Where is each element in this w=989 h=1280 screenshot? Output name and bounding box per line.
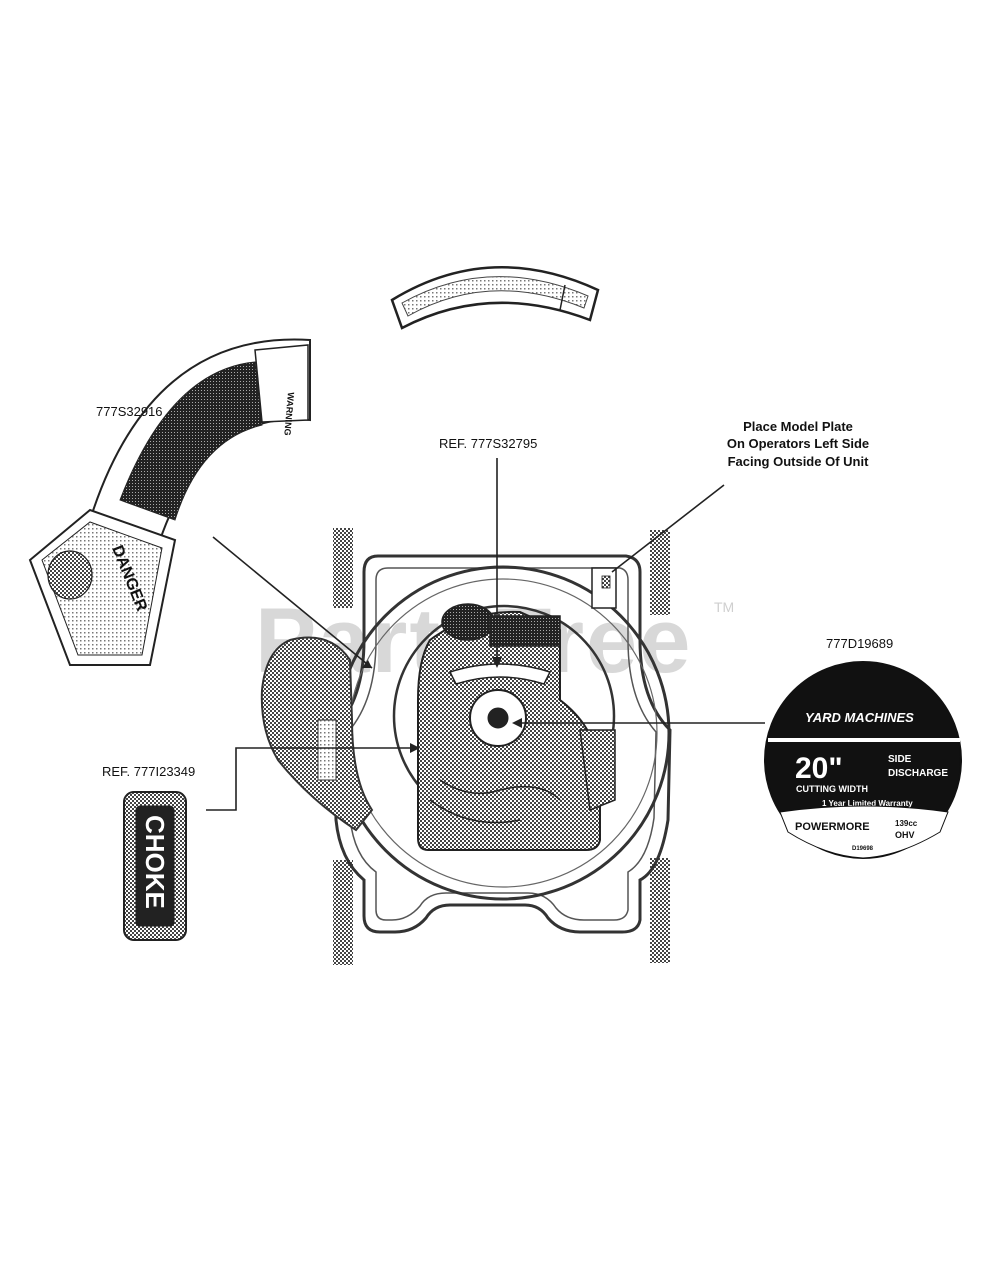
badge-size: 20" [795, 752, 843, 785]
warning-title: WARNING [282, 392, 296, 436]
badge-warranty: 1 Year Limited Warranty [822, 799, 913, 808]
discharge-chute [260, 636, 374, 832]
muffler [579, 729, 616, 812]
choke-text: CHOKE [140, 815, 170, 909]
watermark-tm: TM [714, 599, 734, 615]
badge-discharge: DISCHARGE [888, 768, 948, 779]
air-filter [489, 615, 561, 647]
badge-cutting-width: CUTTING WIDTH [796, 784, 868, 794]
leader-lines [206, 458, 765, 811]
badge-side: SIDE [888, 754, 912, 765]
label-777S32916: 777S32916 [96, 404, 163, 419]
wheel-front-right [650, 530, 670, 615]
label-777D19689: 777D19689 [826, 636, 893, 651]
decal-777S32795 [390, 266, 600, 330]
chute-bracket [317, 719, 337, 781]
wheel-front-left [333, 528, 353, 608]
part-labels: 777S32916 REF. 777S32795 777D19689 REF. … [96, 404, 893, 779]
engine [392, 603, 616, 851]
badge-engine-type: OHV [895, 830, 915, 840]
mower-wheels [333, 528, 670, 965]
model-plate-note-line1: Place Model Plate [743, 419, 853, 434]
engine-choke-decal [448, 663, 552, 685]
decal-777S32916: WARNING DANGER [28, 338, 311, 666]
badge-code: D19698 [852, 846, 874, 852]
decal-777I23349: CHOKE [123, 791, 187, 941]
badge-engine-brand: POWERMORE [795, 821, 870, 833]
model-plate-note-line3: Facing Outside Of Unit [728, 454, 870, 469]
wheel-rear-right [650, 858, 670, 963]
label-ref-777I23349: REF. 777I23349 [102, 764, 195, 779]
engine-cap [441, 603, 495, 641]
badge-engine-cc: 139cc [895, 819, 918, 828]
wheel-rear-left [333, 860, 353, 965]
label-ref-777S32795: REF. 777S32795 [439, 436, 537, 451]
model-plate-note-line2: On Operators Left Side [727, 436, 869, 451]
hand-hazard-icon [47, 550, 93, 600]
badge-brand: YARD MACHINES [805, 710, 914, 725]
decal-777D19689: YARD MACHINES 20" SIDE DISCHARGE CUTTING… [764, 661, 962, 859]
